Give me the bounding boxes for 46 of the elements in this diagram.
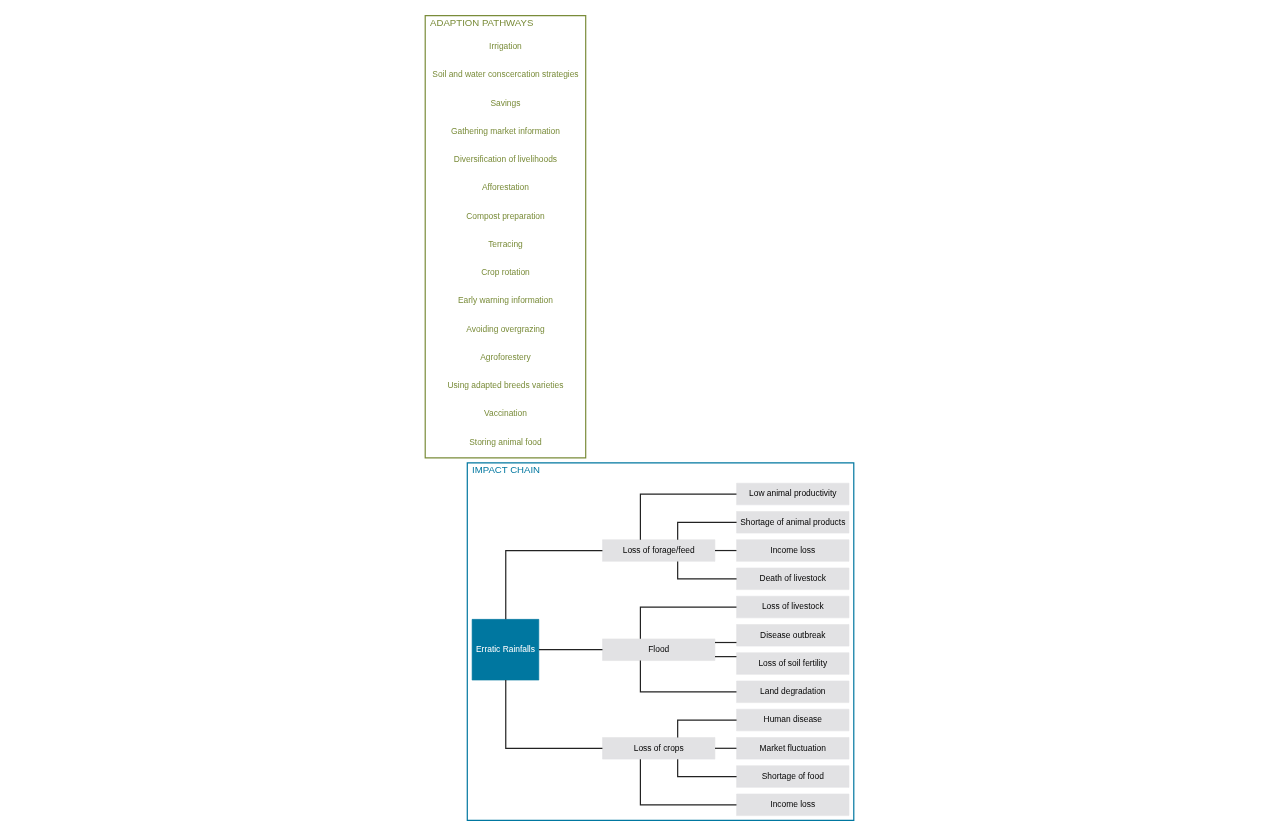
node-text: Gathering market information: [451, 125, 560, 136]
node-text: Avoiding overgrazing: [466, 323, 545, 334]
node-box: Death of livestock: [736, 567, 850, 590]
node-text: Terracing: [488, 238, 523, 249]
node-text: Vaccination: [484, 408, 527, 419]
connector: [714, 656, 738, 658]
node-text: Savings: [490, 97, 521, 108]
node-box: Shortage of animal products: [736, 511, 850, 534]
connector: [639, 659, 738, 693]
node-text: Afforestation: [481, 182, 529, 193]
connector: [714, 549, 738, 552]
node-box: Low animal productivity: [736, 482, 850, 506]
node-box: Human disease: [736, 708, 850, 732]
connector: [639, 493, 738, 541]
node-box: Loss of livestock: [736, 595, 850, 619]
node-text: Soil and water conscercation strategies: [432, 69, 579, 80]
node-box: Loss of soil fertility: [736, 652, 850, 675]
connector: [639, 758, 738, 806]
node-text: Compost preparation: [466, 210, 545, 221]
node-box: Market fluctuation: [736, 737, 850, 760]
node-box: Loss of forage/feed: [602, 539, 716, 562]
node-box: Income loss: [736, 539, 850, 562]
node-box: Flood: [602, 638, 716, 661]
connector: [639, 606, 738, 640]
connector: [677, 521, 738, 541]
node-box: Land degradation: [736, 680, 850, 703]
connector: [505, 549, 604, 620]
node-box: Income loss: [736, 793, 850, 816]
connector: [677, 560, 738, 580]
node-text: Crop rotation: [481, 267, 530, 278]
connector: [677, 758, 738, 778]
node-box: Loss of crops: [602, 737, 716, 760]
connector: [538, 649, 604, 651]
connector: [677, 719, 738, 739]
connector: [714, 747, 738, 749]
node-text: Storing animal food: [469, 436, 542, 447]
node-text: Irrigation: [489, 41, 522, 52]
node-text: Early warning information: [458, 295, 553, 306]
node-text: Agroforestery: [480, 351, 531, 362]
node-text: Diversification of livelihoods: [453, 154, 558, 165]
node-box: Disease outbreak: [736, 624, 850, 647]
node-text: Using adapted breeds varieties: [447, 380, 564, 391]
node-box: Shortage of food: [736, 765, 850, 788]
connector: [505, 679, 604, 749]
connector: [714, 641, 738, 644]
node-box: Erratic Rainfalls: [471, 619, 540, 681]
